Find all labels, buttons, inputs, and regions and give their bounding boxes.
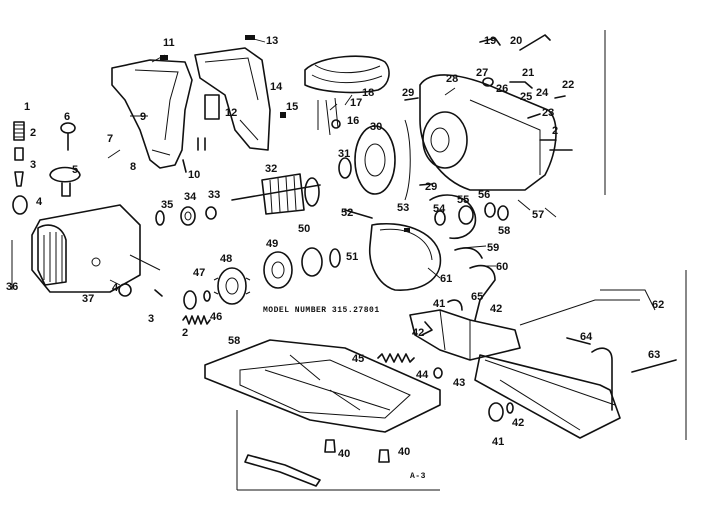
callout-20: 20 [510,35,522,47]
callout-24: 24 [536,87,549,99]
callout-62: 62 [652,299,664,311]
callout-30: 30 [370,121,382,133]
callouts: 1 2 3 4 5 6 7 8 9 10 11 12 13 14 15 16 1… [6,35,664,460]
model-number-label: MODEL NUMBER 315.27801 [263,306,380,315]
callout-8: 8 [130,161,136,173]
callout-54: 54 [433,203,446,215]
callout-17: 17 [350,97,362,109]
callout-29-lower: 29 [425,181,437,193]
callout-35: 35 [161,199,173,211]
callout-49: 49 [266,238,278,250]
callout-48: 48 [220,253,232,265]
callout-2-lower: 2 [182,327,188,339]
callout-10: 10 [188,169,200,181]
springs [182,315,443,379]
callout-36: 36 [6,281,18,293]
callout-2-right: 2 [552,125,558,137]
callout-59: 59 [487,242,499,254]
callout-28: 28 [446,73,458,85]
upper-housing [111,59,193,169]
callout-7: 7 [107,133,113,145]
callout-6: 6 [64,111,70,123]
callout-58-base: 58 [228,335,240,347]
callout-64: 64 [580,331,593,343]
left-small-parts [12,121,81,215]
blade-hub [263,247,341,289]
callout-26: 26 [496,83,508,95]
callout-4: 4 [36,196,43,208]
brush-plate [338,119,411,201]
spindle-gear [118,267,251,310]
callout-43: 43 [453,377,465,389]
callout-18: 18 [362,87,374,99]
armature [231,173,321,215]
callout-47: 47 [193,267,205,279]
callout-56: 56 [478,189,490,201]
callout-16: 16 [347,115,359,127]
callout-11: 11 [163,37,175,49]
callout-1: 1 [24,101,30,113]
callout-52: 52 [341,207,353,219]
callout-4-lower: 4 [112,282,119,294]
handle-assembly [194,47,271,151]
callout-42-mid: 42 [412,327,424,339]
callout-2: 2 [30,127,36,139]
callout-42-lower: 42 [512,417,524,429]
callout-29-upper: 29 [402,87,414,99]
callout-14: 14 [270,81,283,93]
callout-23: 23 [542,107,554,119]
bevel-bracket [409,299,521,361]
callout-19: 19 [484,35,496,47]
callout-3: 3 [30,159,36,171]
base-plate [204,339,441,433]
callout-34: 34 [184,191,197,203]
callout-5: 5 [72,164,78,176]
callout-45: 45 [352,353,364,365]
callout-9: 9 [140,111,146,123]
lower-blade-guard [369,223,442,291]
callout-63: 63 [648,349,660,361]
callout-58-upper: 58 [498,225,510,237]
callout-12: 12 [225,107,237,119]
callout-55: 55 [457,194,469,206]
motor-housing [419,74,557,191]
callout-65: 65 [471,291,483,303]
callout-3-lower: 3 [148,313,154,325]
callout-40-left: 40 [338,448,350,460]
bearings [155,206,217,226]
callout-25: 25 [520,91,532,103]
rip-fence [474,289,677,439]
callout-41-lower: 41 [492,436,504,448]
guard-lever [454,247,496,321]
callout-41-upper: 41 [433,298,445,310]
bottom-parts [244,402,514,487]
callout-37: 37 [82,293,94,305]
callout-13: 13 [266,35,278,47]
callout-22: 22 [562,79,574,91]
small-hardware [154,34,573,336]
field-coil [304,55,390,136]
callout-46: 46 [210,311,222,323]
gear-case [31,204,161,293]
callout-50: 50 [298,223,310,235]
upper-guard-parts [429,194,531,240]
callout-42-upper: 42 [490,303,502,315]
leader-lines [107,37,557,286]
callout-53: 53 [397,202,409,214]
callout-44: 44 [416,369,429,381]
callout-15: 15 [286,101,298,113]
callout-33: 33 [208,189,220,201]
callout-57: 57 [532,209,544,221]
callout-21: 21 [522,67,534,79]
callout-60: 60 [496,261,508,273]
callout-31: 31 [338,148,350,160]
callout-32: 32 [265,163,277,175]
callout-27: 27 [476,67,488,79]
callout-51: 51 [346,251,358,263]
callout-40-right: 40 [398,446,410,458]
callout-61: 61 [440,273,452,285]
figure-code: A-3 [410,472,426,481]
